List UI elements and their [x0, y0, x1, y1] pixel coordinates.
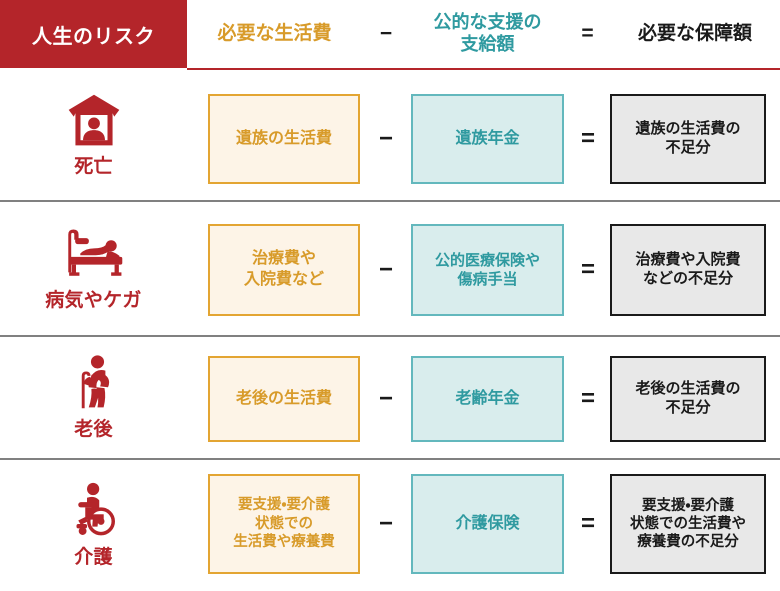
- needed-cost-text: 治療費や入院費など: [244, 249, 324, 291]
- public-support-line-1: 遺族年金: [455, 129, 520, 147]
- equals-icon: =: [580, 256, 595, 283]
- required-coverage-box: 老後の生活費の不足分: [610, 356, 766, 442]
- required-coverage-line-1: 遺族の生活費の: [635, 120, 741, 138]
- needed-cost-line-2: 入院費など: [243, 271, 324, 288]
- header-public-support-line-1: 公的な支援の: [433, 12, 542, 33]
- required-coverage-text: 老後の生活費の不足分: [635, 380, 740, 418]
- needed-cost-line-2: 状態での: [255, 515, 313, 532]
- public-support-box: 遺族年金: [411, 94, 564, 184]
- public-support-line-2: 傷病手当: [457, 271, 518, 288]
- required-coverage-text: 要支援・要介護状態での生活費や療養費の不足分: [630, 497, 746, 552]
- header-public-support-amount: 公的な支援の 支給額: [410, 0, 565, 68]
- row-divider: [0, 335, 780, 337]
- public-support-text: 公的医療保険や傷病手当: [435, 251, 540, 290]
- header-needed-living-cost: 必要な生活費: [187, 0, 362, 68]
- required-coverage-line-2: 不足分: [665, 139, 711, 156]
- minus-icon: −: [378, 125, 393, 152]
- public-support-line-1: 公的医療保険や: [434, 251, 540, 269]
- risk-row-老後: 老後 老後の生活費 − 老齢年金 = 老後の生活費の不足分: [0, 337, 780, 458]
- header-risk-cell: 人生のリスク: [0, 0, 187, 68]
- public-support-line-1: 介護保険: [455, 514, 520, 532]
- risk-row-介護: 介護要支援・要介護状態での生活費や療養費−介護保険=要支援・要介護状態での生活費…: [0, 460, 780, 591]
- needed-cost-box: 遺族の生活費: [208, 94, 360, 184]
- required-coverage-line-3: 療養費の不足分: [637, 534, 739, 551]
- public-support-line-1: 老齢年金: [455, 389, 520, 407]
- diagram-header: 人生のリスク 必要な生活費 − 公的な支援の 支給額 = 必要な保障額: [0, 0, 780, 70]
- required-coverage-box: 治療費や入院費などの不足分: [610, 224, 766, 316]
- needed-cost-box: 治療費や入院費など: [208, 224, 360, 316]
- header-minus-operator: −: [362, 0, 410, 68]
- required-coverage-line-1: 治療費や入院費: [635, 251, 741, 269]
- required-coverage-text: 遺族の生活費の不足分: [635, 120, 740, 158]
- minus-icon: −: [379, 22, 393, 46]
- minus-icon: −: [378, 256, 393, 283]
- risk-category-label: 病気やケガ: [45, 289, 142, 311]
- needed-cost-line-1: 要支援・要介護: [238, 496, 330, 513]
- risk-row-病気やケガ: 病気やケガ 治療費や入院費など − 公的医療保険や傷病手当 = 治療費や入院費などの不足分: [0, 202, 780, 335]
- needed-cost-text: 遺族の生活費: [236, 129, 332, 150]
- risk-category-label: 老後: [74, 419, 113, 440]
- header-public-support-label: 公的な支援の 支給額: [434, 12, 542, 56]
- illness-hospital-bed-icon: [58, 226, 130, 281]
- public-support-text: 遺族年金: [455, 129, 519, 150]
- risk-category-cell: 病気やケガ: [0, 202, 187, 335]
- risk-category-cell: 老後: [0, 337, 187, 458]
- needed-cost-text: 老後の生活費: [236, 389, 332, 410]
- needed-cost-text: 要支援・要介護状態での生活費や療養費: [233, 496, 335, 553]
- risk-category-cell: 介護: [0, 460, 187, 591]
- header-underline: [187, 68, 780, 70]
- risk-row-死亡: 死亡 遺族の生活費 − 遺族年金 = 遺族の生活費の不足分: [0, 70, 780, 200]
- required-coverage-line-2: などの不足分: [642, 270, 733, 287]
- equals-icon: =: [580, 125, 595, 152]
- old-age-elderly-cane-icon: [70, 354, 118, 410]
- public-support-text: 介護保険: [455, 514, 519, 535]
- needed-cost-line-3: 生活費や療養費: [233, 534, 335, 551]
- equals-icon: =: [581, 22, 594, 46]
- header-needed-living-cost-label: 必要な生活費: [217, 23, 332, 45]
- risk-category-cell: 死亡: [0, 70, 187, 200]
- public-support-box: 老齢年金: [411, 356, 564, 442]
- equals-icon: =: [580, 385, 595, 412]
- risk-category-label: 死亡: [74, 155, 113, 177]
- header-required-coverage: 必要な保障額: [610, 0, 780, 68]
- needed-cost-line-1: 老後の生活費: [235, 389, 332, 407]
- required-coverage-box: 要支援・要介護状態での生活費や療養費の不足分: [610, 474, 766, 574]
- required-coverage-line-1: 要支援・要介護: [642, 497, 734, 514]
- death-house-person-icon: [67, 93, 121, 147]
- row-divider: [0, 200, 780, 202]
- risk-category-label: 介護: [74, 547, 113, 568]
- needed-cost-line-1: 遺族の生活費: [235, 129, 332, 147]
- needed-cost-box: 要支援・要介護状態での生活費や療養費: [208, 474, 360, 574]
- minus-icon: −: [378, 510, 393, 537]
- equals-icon: =: [580, 510, 595, 537]
- header-required-coverage-label: 必要な保障額: [637, 23, 752, 45]
- row-divider: [0, 458, 780, 460]
- needed-cost-line-1: 治療費や: [251, 250, 316, 268]
- required-coverage-box: 遺族の生活費の不足分: [610, 94, 766, 184]
- header-risk-label: 人生のリスク: [32, 25, 155, 48]
- required-coverage-line-1: 老後の生活費の: [635, 380, 741, 398]
- needed-cost-box: 老後の生活費: [208, 356, 360, 442]
- public-support-box: 公的医療保険や傷病手当: [411, 224, 564, 316]
- public-support-box: 介護保険: [411, 474, 564, 574]
- minus-icon: −: [378, 385, 393, 412]
- nursing-care-wheelchair-icon: [66, 482, 122, 538]
- required-coverage-text: 治療費や入院費などの不足分: [635, 251, 740, 289]
- header-equals-operator: =: [565, 0, 610, 68]
- required-coverage-line-2: 不足分: [665, 399, 711, 416]
- required-coverage-line-2: 状態での生活費や: [630, 515, 746, 532]
- header-public-support-line-2: 支給額: [460, 34, 515, 54]
- public-support-text: 老齢年金: [455, 389, 519, 410]
